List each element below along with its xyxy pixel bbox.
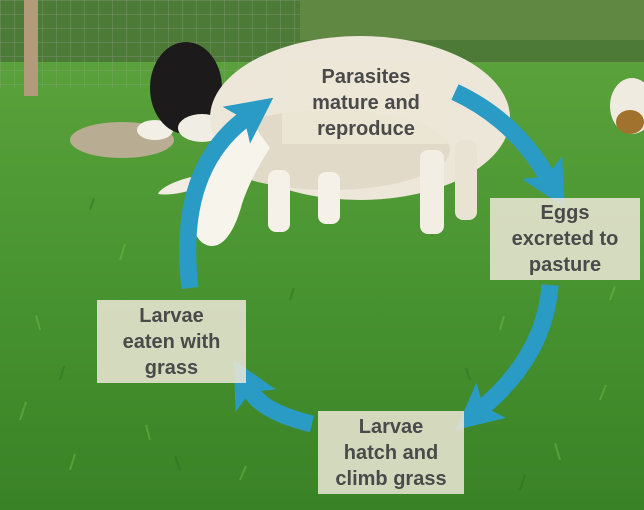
arrow-climb-to-eaten	[250, 390, 312, 424]
step-eggs-excreted: Eggs excreted to pasture	[490, 198, 640, 280]
step-larvae-hatch: Larvae hatch and climb grass	[318, 411, 464, 494]
arrow-eaten-to-mature	[188, 118, 246, 288]
arrow-excrete-to-climb	[482, 285, 550, 408]
step-larvae-eaten: Larvae eaten with grass	[97, 300, 246, 383]
step-parasites-mature: Parasites mature and reproduce	[282, 62, 450, 144]
arrow-mature-to-excrete	[455, 92, 548, 178]
